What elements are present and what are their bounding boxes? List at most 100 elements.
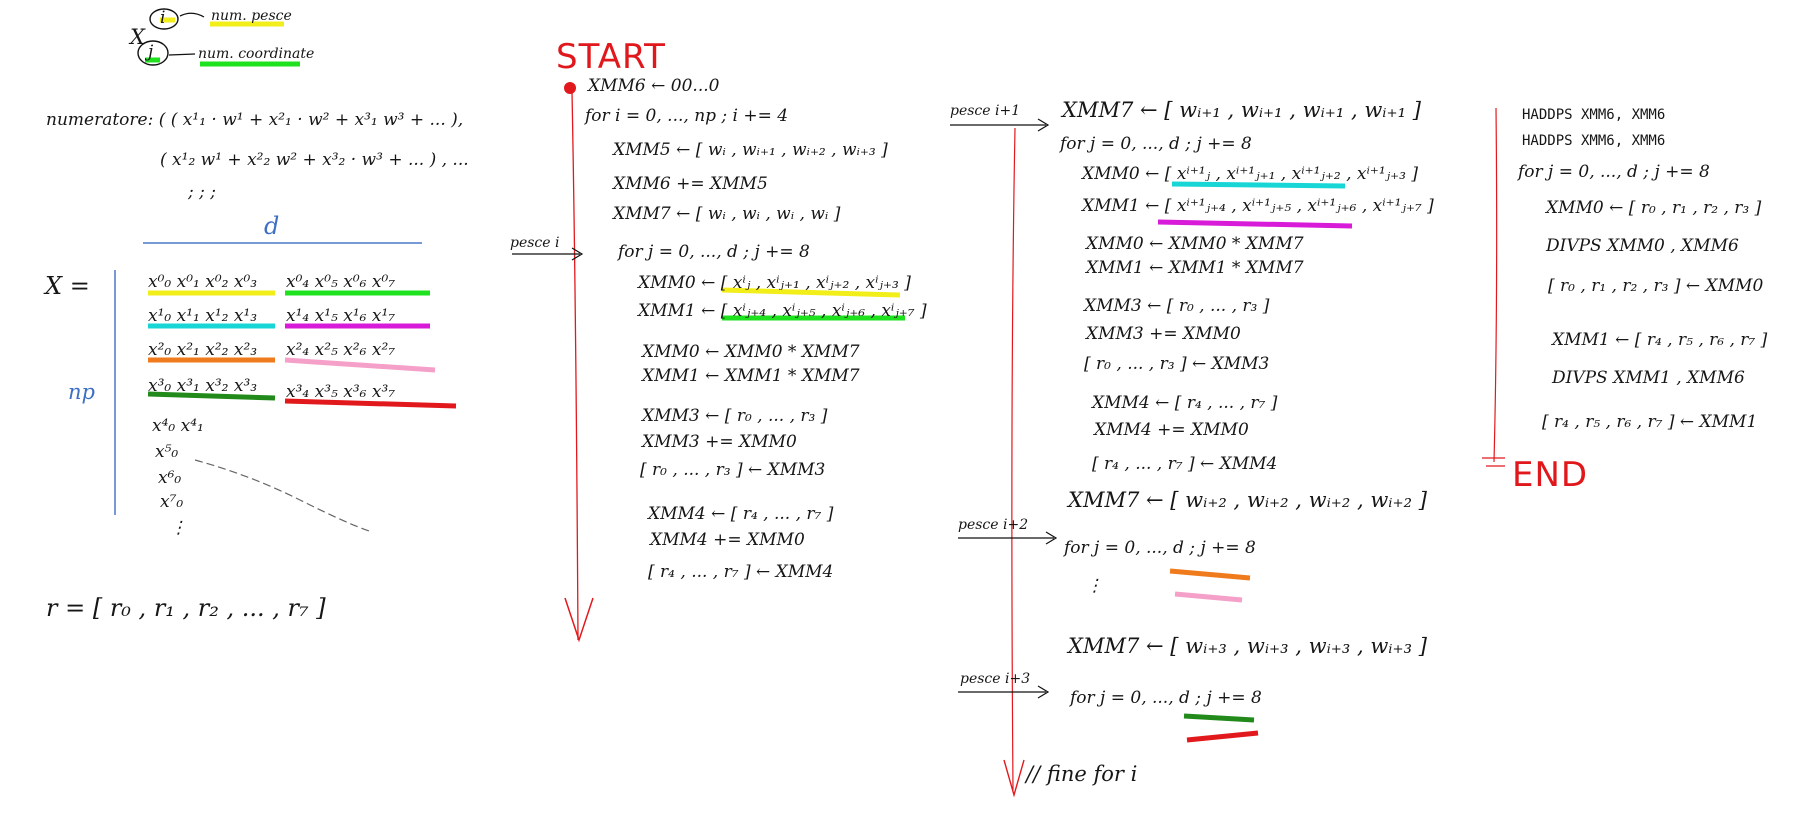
col3-xmm0-hl	[1171, 181, 1346, 189]
col4-line-2: for j = 0, ..., d ; j += 8	[1518, 162, 1710, 182]
col3-line-9: XMM4 ← [ r₄ , ... , r₇ ]	[1092, 393, 1278, 413]
col3-line-11: [ r₄ , ... , r₇ ] ← XMM4	[1092, 454, 1278, 474]
col3-line-8: [ r₀ , ... , r₃ ] ← XMM3	[1084, 354, 1270, 374]
legend-i-desc: num. pesce	[211, 8, 292, 24]
col3-line-13: for j = 0, ..., d ; j += 8	[1064, 538, 1256, 558]
col2-line-2: XMM5 ← [ wᵢ , wᵢ₊₁ , wᵢ₊₂ , wᵢ₊₃ ]	[613, 140, 888, 160]
col3-line-4: XMM0 ← XMM0 * XMM7	[1086, 234, 1304, 254]
j-arrow	[168, 53, 196, 56]
col3-flow-line	[1011, 127, 1016, 791]
col4-line-6: XMM1 ← [ r₄ , r₅ , r₆ , r₇ ]	[1552, 330, 1768, 350]
col2-line-7: XMM1 ← [ xⁱⱼ₊₄ , xⁱⱼ₊₅ , xⁱⱼ₊₆ , xⁱⱼ₊₇ ]	[638, 301, 927, 321]
legend-j-label: j	[148, 42, 154, 62]
row3-right-hl	[284, 398, 457, 409]
row2-right-hl	[284, 357, 436, 373]
start-dot	[564, 82, 576, 94]
col3-pesce-1: pesce i+1	[950, 103, 1021, 119]
matrix-row-1-left: x¹₀ x¹₁ x¹₂ x¹₃	[148, 306, 258, 326]
col3-line-2: XMM0 ← [ xⁱ⁺¹ⱼ , xⁱ⁺¹ⱼ₊₁ , xⁱ⁺¹ⱼ₊₂ , xⁱ⁺…	[1082, 164, 1418, 184]
col2-line-4: XMM7 ← [ wᵢ , wᵢ , wᵢ , wᵢ ]	[613, 204, 841, 224]
matrix-col-row-4: x⁴₀ x⁴₁	[152, 416, 204, 436]
i-arrow	[179, 12, 205, 18]
numeratore-line-1: numeratore: ( ( x¹₁ · w¹ + x²₁ · w² + x³…	[46, 110, 464, 130]
matrix-col-row-5: x⁵₀	[155, 442, 179, 462]
col2-pesce-label: pesce i	[510, 235, 560, 251]
col3-line-14: ⋮	[1086, 576, 1103, 596]
matrix-col-row-7: x⁷₀	[160, 492, 184, 512]
col4-line-4: DIVPS XMM0 , XMM6	[1546, 236, 1739, 256]
col2-line-0: XMM6 ← 00...0	[588, 76, 720, 96]
col4-flow-line	[1493, 107, 1498, 463]
col3-line-10: XMM4 += XMM0	[1094, 420, 1249, 440]
col3-line-17: // fine for i	[1026, 762, 1138, 786]
col3-line-0: XMM7 ← [ wᵢ₊₁ , wᵢ₊₁ , wᵢ₊₁ , wᵢ₊₁ ]	[1062, 98, 1421, 122]
i-circle	[149, 8, 179, 30]
matrix-row-0-left: x⁰₀ x⁰₁ x⁰₂ x⁰₃	[148, 272, 258, 292]
col2-line-13: XMM4 ← [ r₄ , ... , r₇ ]	[648, 504, 834, 524]
legend-x-label: X	[130, 25, 145, 49]
matrix-np-label: np	[68, 380, 95, 404]
col3-pesce2-hl-b	[1174, 591, 1243, 603]
numeratore-line-2: ( x¹₂ w¹ + x²₂ w² + x³₂ · w³ + ... ) , .…	[160, 150, 469, 170]
col2-flow-line	[571, 91, 579, 641]
pesce-i2-arrow-head	[1045, 531, 1058, 545]
col4-line-3: XMM0 ← [ r₀ , r₁ , r₂ , r₃ ]	[1546, 198, 1762, 218]
matrix-row-3-right: x³₄ x³₅ x³₆ x³₇	[286, 382, 396, 402]
col4-line-0: HADDPS XMM6, XMM6	[1522, 107, 1666, 123]
col3-pesce-2: pesce i+2	[958, 517, 1029, 533]
col4-line-7: DIVPS XMM1 , XMM6	[1552, 368, 1745, 388]
col3-pesce-3: pesce i+3	[960, 671, 1031, 687]
col3-pesce3-hl-a	[1183, 713, 1255, 723]
col2-flow-arrow	[564, 597, 594, 643]
col3-line-15: XMM7 ← [ wᵢ₊₃ , wᵢ₊₃ , wᵢ₊₃ , wᵢ₊₃ ]	[1068, 634, 1427, 658]
col2-line-1: for i = 0, ..., np ; i += 4	[585, 106, 789, 126]
pesce-i1-arrow-head	[1037, 118, 1050, 132]
col3-line-3: XMM1 ← [ xⁱ⁺¹ⱼ₊₄ , xⁱ⁺¹ⱼ₊₅ , xⁱ⁺¹ⱼ₊₆ , x…	[1082, 196, 1434, 216]
r-vector: r = [ r₀ , r₁ , r₂ , ... , r₇ ]	[46, 594, 326, 622]
col3-line-16: for j = 0, ..., d ; j += 8	[1070, 688, 1262, 708]
col3-pesce3-hl-b	[1186, 730, 1259, 743]
col2-line-11: XMM3 += XMM0	[642, 432, 797, 452]
col3-line-1: for j = 0, ..., d ; j += 8	[1060, 134, 1252, 154]
col2-line-8: XMM0 ← XMM0 * XMM7	[642, 342, 860, 362]
matrix-row-2-left: x²₀ x²₁ x²₂ x²₃	[148, 340, 258, 360]
pesce-i3-arrow-head	[1037, 685, 1050, 699]
col2-line-12: [ r₀ , ... , r₃ ] ← XMM3	[640, 460, 826, 480]
numeratore-dots: ; ; ;	[188, 182, 216, 202]
col3-line-7: XMM3 += XMM0	[1086, 324, 1241, 344]
col4-flow-end-mark	[1482, 457, 1505, 467]
legend-j-desc: num. coordinate	[198, 46, 315, 62]
col2-line-5: for j = 0, ..., d ; j += 8	[618, 242, 810, 262]
start-label: START	[556, 37, 666, 77]
matrix-d-label: d	[264, 212, 280, 240]
col2-line-3: XMM6 += XMM5	[613, 174, 768, 194]
matrix-row-2-right: x²₄ x²₅ x²₆ x²₇	[286, 340, 396, 360]
row3-left-hl	[147, 391, 276, 401]
matrix-diagonal-dots	[194, 459, 373, 533]
pesce-i-arrow-head	[571, 247, 584, 261]
col4-line-8: [ r₄ , r₅ , r₆ , r₇ ] ← XMM1	[1542, 412, 1758, 432]
col2-line-14: XMM4 += XMM0	[650, 530, 805, 550]
matrix-x-eq: X =	[45, 272, 90, 300]
matrix-row-0-right: x⁰₄ x⁰₅ x⁰₆ x⁰₇	[286, 272, 396, 292]
col2-line-9: XMM1 ← XMM1 * XMM7	[642, 366, 860, 386]
matrix-col-row-6: x⁶₀	[158, 468, 182, 488]
col3-line-5: XMM1 ← XMM1 * XMM7	[1086, 258, 1304, 278]
matrix-col-ellipsis: ⋮	[170, 518, 187, 538]
col2-line-15: [ r₄ , ... , r₇ ] ← XMM4	[648, 562, 834, 582]
matrix-row-3-left: x³₀ x³₁ x³₂ x³₃	[148, 376, 258, 396]
col3-pesce2-hl-a	[1169, 568, 1251, 581]
col3-flow-arrow	[1003, 759, 1025, 798]
col4-line-1: HADDPS XMM6, XMM6	[1522, 133, 1666, 149]
col4-line-5: [ r₀ , r₁ , r₂ , r₃ ] ← XMM0	[1548, 276, 1764, 296]
matrix-row-1-right: x¹₄ x¹₅ x¹₆ x¹₇	[286, 306, 396, 326]
col2-line-10: XMM3 ← [ r₀ , ... , r₃ ]	[642, 406, 828, 426]
col3-line-6: XMM3 ← [ r₀ , ... , r₃ ]	[1084, 296, 1270, 316]
j-circle	[137, 40, 169, 66]
col3-line-12: XMM7 ← [ wᵢ₊₂ , wᵢ₊₂ , wᵢ₊₂ , wᵢ₊₂ ]	[1068, 488, 1427, 512]
end-label: END	[1512, 455, 1589, 495]
legend-i-label: i	[160, 8, 166, 28]
col2-xmm0-hl	[721, 287, 901, 298]
col2-line-6: XMM0 ← [ xⁱⱼ , xⁱⱼ₊₁ , xⁱⱼ₊₂ , xⁱⱼ₊₃ ]	[638, 273, 911, 293]
